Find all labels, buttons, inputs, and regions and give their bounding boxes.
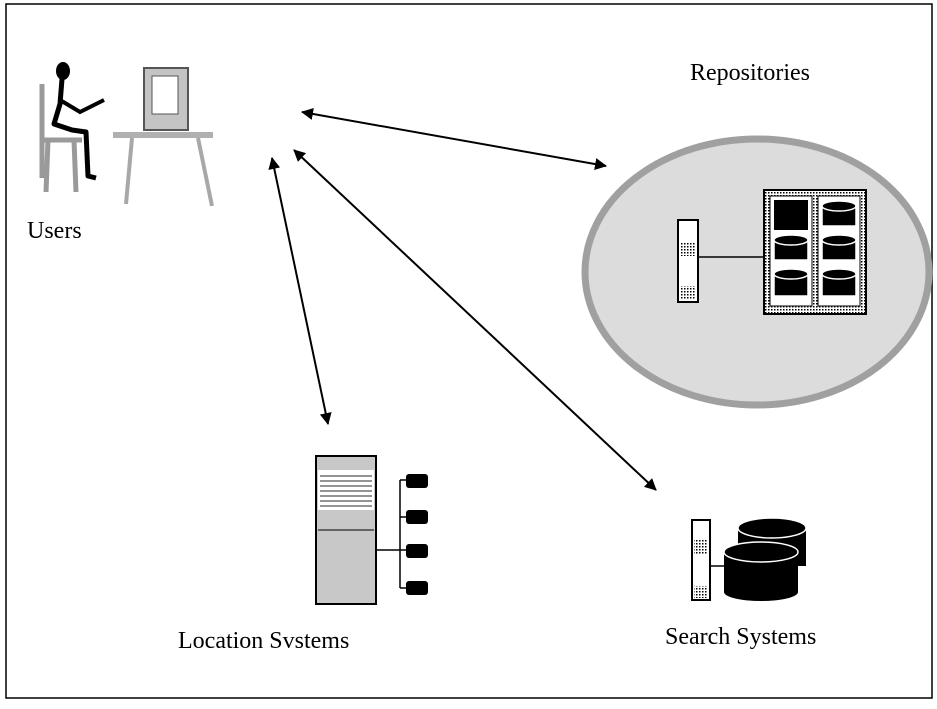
server-tower-icon	[677, 219, 699, 303]
arrow-users-search	[293, 149, 657, 491]
person-at-computer-icon	[39, 62, 214, 207]
database-icon	[723, 517, 807, 601]
location-systems-label: Location Svstems	[178, 628, 350, 654]
disk-array-icon	[763, 189, 867, 315]
repositories-ellipse	[581, 135, 933, 409]
repositories-label: Repositories	[690, 60, 810, 86]
users-label: Users	[27, 218, 82, 244]
location-server-icon	[315, 455, 377, 605]
search-systems-icon	[691, 517, 807, 601]
search-systems-label: Search Systems	[665, 624, 817, 650]
